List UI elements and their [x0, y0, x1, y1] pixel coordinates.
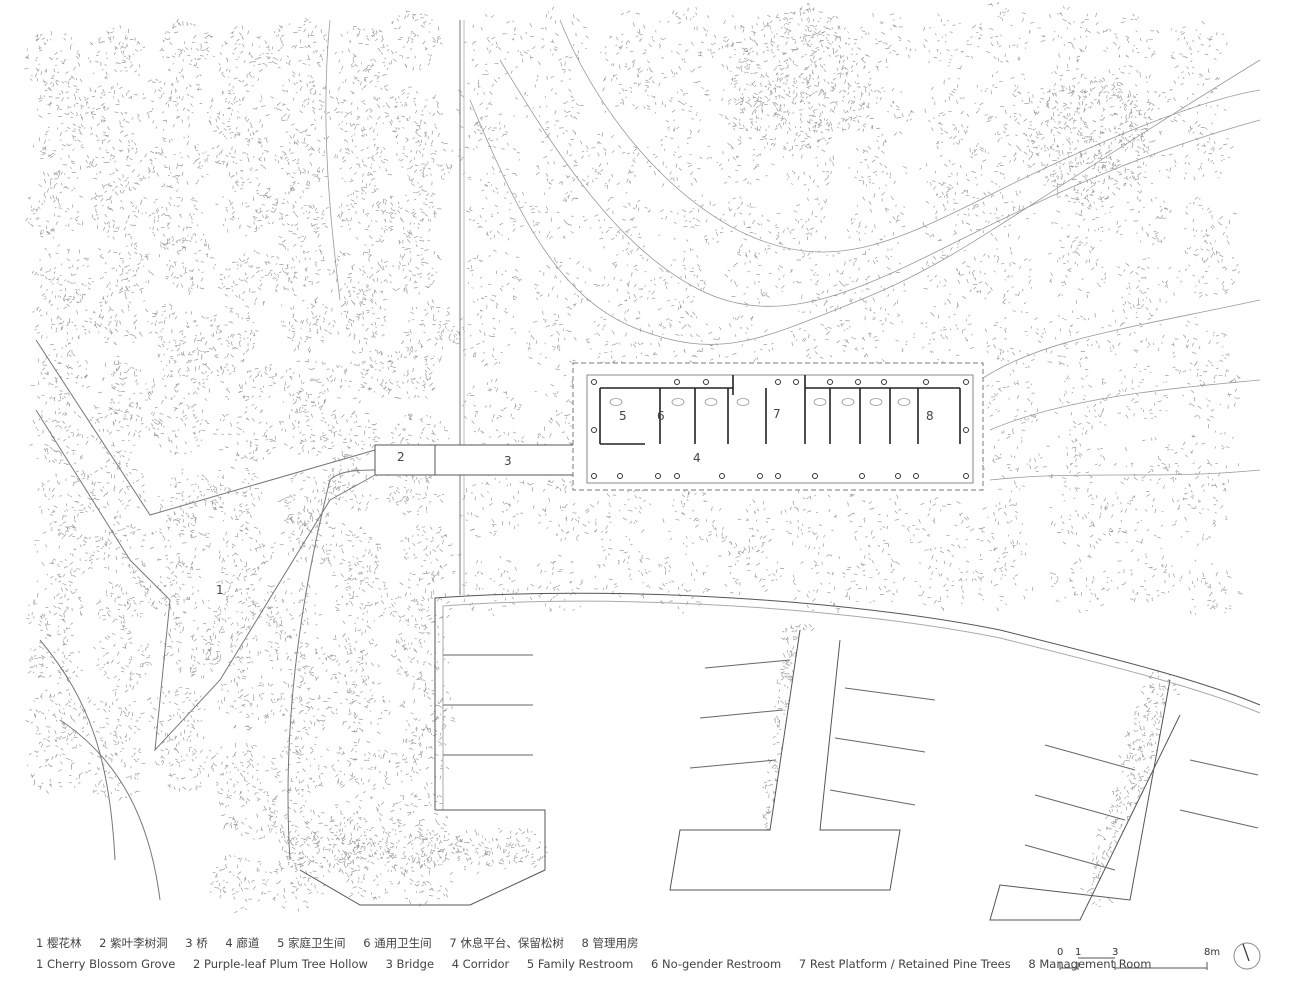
legend-zh-item: 1 樱花林: [36, 936, 82, 950]
legend-en-item: 1 Cherry Blossom Grove: [36, 957, 176, 971]
scale-bar: [1059, 957, 1208, 970]
legend-en-item: 5 Family Restroom: [526, 957, 634, 971]
contour-lines: [325, 19, 1261, 481]
scale-tick-1: 1: [1075, 947, 1081, 958]
legend-zh-item: 5 家庭卫生间: [277, 936, 346, 950]
paths: [35, 20, 465, 901]
legend-zh-item: 3 桥: [185, 936, 208, 950]
north-arrow-icon: [1233, 942, 1261, 970]
scale-tick-8m: 8m: [1204, 947, 1220, 958]
legend-zh-item: 7 休息平台、保留松树: [449, 936, 564, 950]
label-4: 4: [693, 451, 701, 465]
legend-zh-item: 8 管理用房: [581, 936, 639, 950]
label-8: 8: [926, 409, 934, 423]
legend-en-item: 4 Corridor: [451, 957, 510, 971]
legend-english: 1 Cherry Blossom Grove 2 Purple-leaf Plu…: [36, 957, 1166, 971]
parking-lot: [299, 592, 1261, 921]
bridge: [374, 444, 586, 476]
vegetation-texture: [24, 2, 1243, 914]
scale-tick-0: 0: [1057, 947, 1063, 958]
legend-zh-item: 6 通用卫生间: [363, 936, 432, 950]
legend-en-item: 6 No-gender Restroom: [651, 957, 782, 971]
restroom-building: [572, 362, 984, 491]
legend-chinese: 1 樱花林 2 紫叶李树洞 3 桥 4 廊道 5 家庭卫生间 6 通用卫生间 7…: [36, 935, 652, 951]
label-2: 2: [397, 450, 405, 464]
legend-zh-item: 4 廊道: [225, 936, 260, 950]
legend-en-item: 3 Bridge: [385, 957, 435, 971]
label-1: 1: [216, 583, 224, 597]
label-3: 3: [504, 454, 512, 468]
legend-en-item: 8 Management Room: [1028, 957, 1152, 971]
label-7: 7: [773, 407, 781, 421]
label-6: 6: [657, 409, 665, 423]
legend-zh-item: 2 紫叶李树洞: [99, 936, 168, 950]
scale-tick-3: 3: [1112, 947, 1118, 958]
legend-en-item: 7 Rest Platform / Retained Pine Trees: [798, 957, 1011, 971]
legend-en-item: 2 Purple-leaf Plum Tree Hollow: [193, 957, 368, 971]
label-5: 5: [619, 409, 627, 423]
